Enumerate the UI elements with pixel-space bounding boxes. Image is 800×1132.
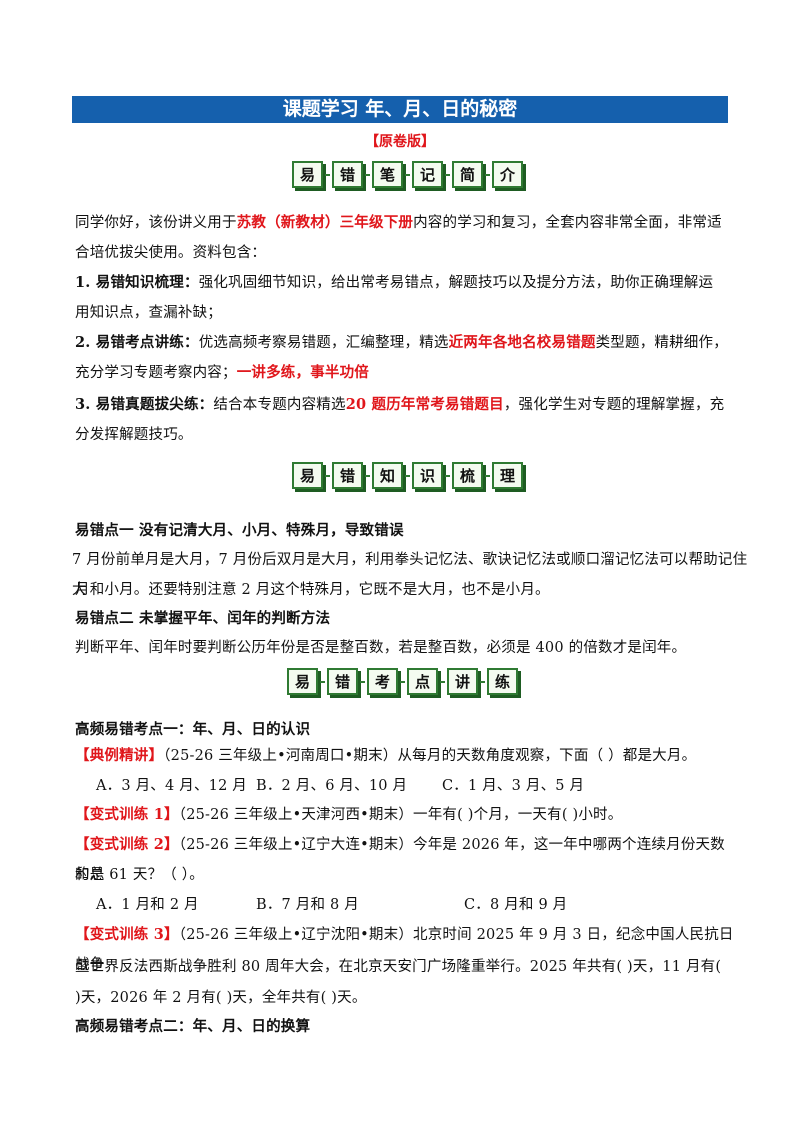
variant-question-2-cont: 和是 61 天？（ ）。 [75, 867, 204, 883]
intro-item-3-cont: 分发挥解题技巧。 [75, 427, 193, 443]
banner-tile: 知 [372, 462, 403, 489]
knowledge-point-2-text: 判断平年、闰年时要判断公历年份是否是整百数，若是整百数，必须是 400 的倍数才… [75, 640, 687, 656]
knowledge-point-1-text: 7 月份前单月是大月，7 月份后双月是大月，利用拳头记忆法、歌诀记忆法或顺口溜记… [72, 552, 748, 598]
option: C．8 月和 9 月 [464, 897, 568, 913]
intro-item-1: 1. 易错知识梳理：强化巩固细节知识，给出常考易错点，解题技巧以及提分方法，助你… [75, 274, 714, 291]
banner-tile: 笔 [372, 161, 403, 188]
highlight-text: 20 题历年常考易错题目 [345, 396, 504, 413]
intro-item-1-cont: 用知识点，查漏补缺； [75, 305, 222, 321]
banner-tile: 识 [412, 462, 443, 489]
banner-tile: 记 [412, 161, 443, 188]
variant-question-2: 【变式训练 2】（25-26 三年级上•辽宁大连•期末）今年是 2026 年，这… [75, 836, 725, 883]
practice-topic-2-title: 高频易错考点二：年、月、日的换算 [75, 1018, 311, 1035]
question-tag: 【典例精讲】 [75, 747, 164, 764]
knowledge-point-1-title: 易错点一 没有记清大月、小月、特殊月，导致错误 [75, 522, 404, 539]
intro-line-1: 同学你好，该份讲义用于苏教（新教材）三年级下册内容的学习和复习，全套内容非常全面… [75, 214, 722, 231]
banner-tile: 易 [292, 161, 323, 188]
intro-item-3: 3. 易错真题拔尖练：结合本专题内容精选20 题历年常考易错题目，强化学生对专题… [75, 396, 725, 413]
banner-tile: 错 [332, 161, 363, 188]
option: A．3 月、4 月、12 月 [96, 778, 247, 794]
highlight-text: 一讲多练，事半功倍 [236, 364, 370, 381]
knowledge-point-1-text-cont: 月和小月。还要特别注意 2 月这个特殊月，它既不是大月，也不是小月。 [75, 582, 550, 598]
banner-tile: 介 [492, 161, 523, 188]
question-tag: 【变式训练 2】 [75, 836, 179, 853]
page-title: 课题学习 年、月、日的秘密 [72, 96, 728, 123]
option: C．1 月、3 月、5 月 [442, 778, 585, 794]
banner-practice: 易 错 考 点 讲 练 [287, 668, 518, 695]
intro-item-2: 2. 易错考点讲练：优选高频考察易错题，汇编整理，精选近两年各地名校易错题类型题… [75, 334, 728, 351]
option: B．7 月和 8 月 [256, 897, 359, 913]
banner-tile: 简 [452, 161, 483, 188]
variant-question-3-cont2: )天，2026 年 2 月有( )天，全年共有( )天。 [75, 990, 367, 1006]
intro-item-2-cont: 充分学习专题考察内容；一讲多练，事半功倍 [75, 364, 370, 381]
knowledge-point-2-title: 易错点二 未掌握平年、闰年的判断方法 [75, 610, 331, 627]
option: A．1 月和 2 月 [96, 897, 199, 913]
banner-intro: 易 错 笔 记 简 介 [292, 161, 523, 188]
banner-tile: 易 [287, 668, 318, 695]
banner-tile: 梳 [452, 462, 483, 489]
question-tag: 【变式训练 1】 [75, 806, 179, 823]
banner-tile: 错 [327, 668, 358, 695]
practice-topic-1-title: 高频易错考点一：年、月、日的认识 [75, 721, 311, 738]
banner-knowledge: 易 错 知 识 梳 理 [292, 462, 523, 489]
variant-question-1: 【变式训练 1】（25-26 三年级上•天津河西•期末）一年有( )个月，一天有… [75, 806, 623, 823]
banner-tile: 易 [292, 462, 323, 489]
example-question: 【典例精讲】（25-26 三年级上•河南周口•期末）从每月的天数角度观察，下面（… [75, 747, 697, 764]
example-options: A．3 月、4 月、12 月 B．2 月、6 月、10 月 C．1 月、3 月、… [96, 771, 756, 801]
banner-tile: 点 [407, 668, 438, 695]
banner-tile: 错 [332, 462, 363, 489]
version-subtitle: 【原卷版】 [365, 134, 435, 150]
variant-2-options: A．1 月和 2 月 B．7 月和 8 月 C．8 月和 9 月 [96, 890, 756, 920]
variant-question-3: 【变式训练 3】（25-26 三年级上•辽宁沈阳•期末）北京时间 2025 年 … [75, 926, 734, 973]
intro-line-2: 合培优拔尖使用。资料包含： [75, 245, 267, 261]
banner-tile: 练 [487, 668, 518, 695]
option: B．2 月、6 月、10 月 [256, 778, 408, 794]
banner-tile: 讲 [447, 668, 478, 695]
highlight-text: 近两年各地名校易错题 [448, 334, 596, 351]
banner-tile: 考 [367, 668, 398, 695]
banner-tile: 理 [492, 462, 523, 489]
variant-question-3-cont: 暨世界反法西斯战争胜利 80 周年大会，在北京天安门广场隆重举行。2025 年共… [75, 959, 722, 975]
question-tag: 【变式训练 3】 [75, 926, 179, 943]
highlight-text: 苏教（新教材）三年级下册 [236, 214, 414, 231]
